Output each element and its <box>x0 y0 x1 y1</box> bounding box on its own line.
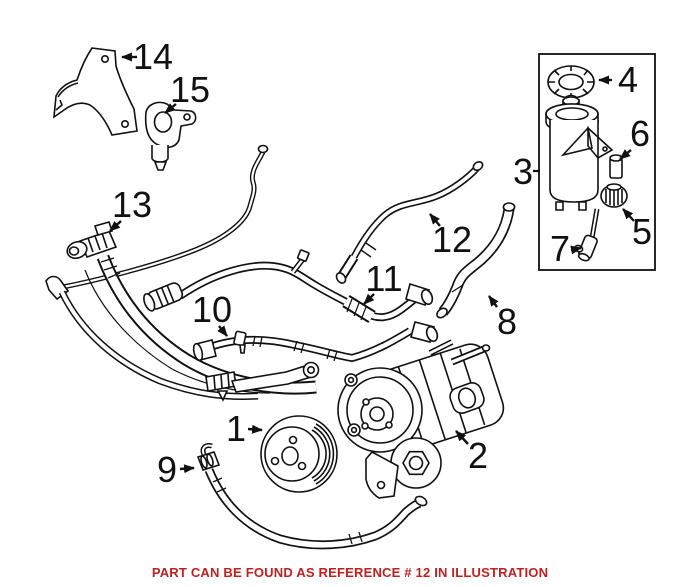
hose-13-drawing <box>45 221 320 402</box>
callout-9-label: 9 <box>157 449 177 490</box>
callout-12: 12 <box>429 213 472 260</box>
callout-9: 9 <box>157 449 195 490</box>
hose-8-drawing <box>436 202 516 319</box>
reservoir-tank-drawing <box>545 94 614 211</box>
hose-10-drawing <box>192 321 439 363</box>
callout-1-arrow <box>247 424 263 434</box>
metal-pipe-drawing <box>57 144 269 291</box>
callout-2: 2 <box>455 430 488 476</box>
callout-11: 11 <box>363 258 403 305</box>
callout-8: 8 <box>488 295 517 342</box>
pump-drawing <box>337 339 505 499</box>
callout-5-arrow <box>622 208 635 222</box>
callout-7-label: 7 <box>550 228 570 269</box>
callout-14: 14 <box>121 36 173 77</box>
hose-9-drawing <box>196 443 428 550</box>
callout-13-arrow <box>109 220 122 232</box>
callout-2-arrow <box>455 430 469 445</box>
grommet-drawing <box>600 183 628 208</box>
callout-10-label: 10 <box>192 289 232 330</box>
callout-15-label: 15 <box>170 69 210 110</box>
callout-11-arrow <box>363 293 375 305</box>
pulley-drawing <box>260 415 338 493</box>
callout-13: 13 <box>109 184 152 232</box>
hose-11-drawing <box>143 249 434 323</box>
callout-8-arrow <box>488 295 499 308</box>
callout-15-arrow <box>164 103 177 114</box>
reservoir-box-drawing <box>538 53 656 271</box>
hose-end-fittings-drawing <box>205 361 320 402</box>
callout-5: 5 <box>622 208 652 252</box>
callout-12-arrow <box>429 213 441 227</box>
bracket-14-drawing <box>53 47 138 136</box>
callout-11-label: 11 <box>365 258 402 299</box>
callout-13-label: 13 <box>112 184 152 225</box>
callout-5-label: 5 <box>632 211 652 252</box>
callout-1: 1 <box>226 408 263 449</box>
callout-14-label: 14 <box>133 36 173 77</box>
callout-10-arrow <box>217 325 228 337</box>
callout-4-label: 4 <box>618 59 638 100</box>
callout-6-arrow <box>619 149 632 160</box>
callout-9-arrow <box>179 464 195 474</box>
callout-1-label: 1 <box>226 408 246 449</box>
reservoir-cap-drawing <box>547 65 595 99</box>
callout-15: 15 <box>164 69 210 114</box>
callout-7-arrow <box>570 245 582 255</box>
callout-3-label: 3 <box>513 151 533 192</box>
callout-3: 3 <box>513 151 540 192</box>
callout-4: 4 <box>598 59 638 100</box>
callout-10: 10 <box>192 289 232 337</box>
callout-6-label: 6 <box>630 113 650 154</box>
callout-8-label: 8 <box>497 301 517 342</box>
bracket-15-drawing <box>144 101 197 171</box>
callout-7: 7 <box>550 228 582 269</box>
bushing-drawing <box>609 154 623 179</box>
callout-6: 6 <box>619 113 650 160</box>
callout-2-label: 2 <box>468 435 488 476</box>
hose-12-drawing <box>335 160 484 284</box>
callouts: 1 2 3 4 5 6 7 8 <box>109 36 652 490</box>
reference-note: PART CAN BE FOUND AS REFERENCE # 12 IN I… <box>151 565 549 580</box>
